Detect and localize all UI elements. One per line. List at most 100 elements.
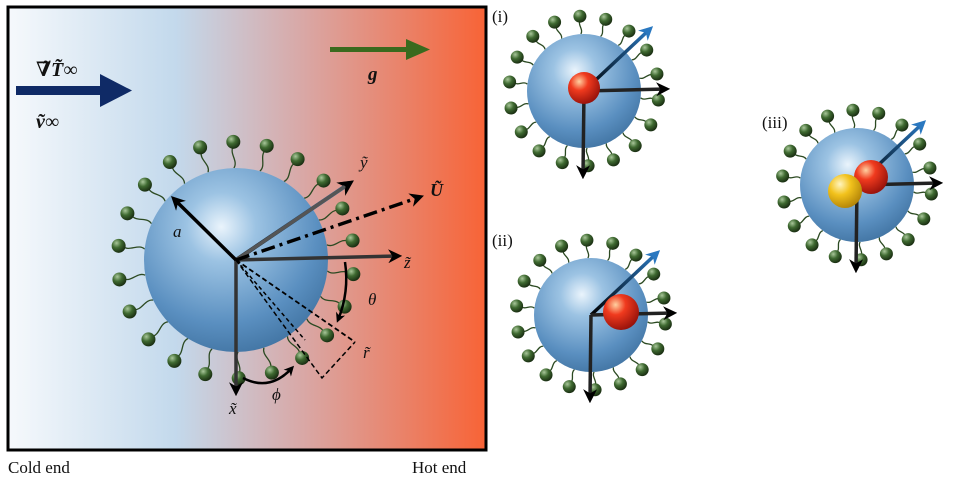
main-ligand-bead — [198, 367, 213, 382]
inset-ii-ligand-bead — [657, 291, 671, 305]
inset-i-ligand-bead — [504, 101, 518, 115]
inset-label-iii: (iii) — [762, 113, 788, 132]
inset-iii-ligand-bead — [924, 187, 938, 201]
main-ligand-bead — [111, 238, 126, 253]
inset-ii-ligand-bead — [539, 368, 553, 382]
axis-x-label: x̃ — [228, 399, 237, 418]
main-ligand-bead — [193, 140, 208, 155]
main-ligand-bead — [162, 155, 177, 170]
axis-r-label: r̃ — [363, 343, 371, 362]
main-ligand-bead — [335, 201, 350, 216]
gradient-label: ∇̃T̃∞ — [36, 58, 78, 81]
inset-iii-ligand-bead — [805, 238, 819, 252]
main-ligand-bead — [137, 177, 152, 192]
inset-iii-ligand-bead — [776, 169, 790, 183]
main-ligand-bead — [167, 353, 182, 368]
gravity-arrow — [330, 39, 430, 60]
inset-droplet-ii — [510, 233, 678, 404]
inset-ii-ligand-bead — [510, 299, 524, 313]
inset-i-ligand-bead — [510, 50, 524, 64]
inset-ii-ligand-bead — [629, 248, 643, 262]
main-ligand-bead — [320, 328, 335, 343]
inset-iii-particle-red — [854, 160, 888, 194]
inset-i-ligand-bead — [503, 75, 517, 89]
inset-i-ligand-bead — [606, 153, 620, 167]
inset-iii-ligand-bead — [917, 212, 931, 226]
inset-i-ligand-bead — [548, 15, 562, 29]
inset-iii-ligand-bead — [901, 233, 915, 247]
main-droplet — [111, 134, 424, 397]
main-ligand-bead — [259, 138, 274, 153]
inset-i-ligand-bead — [514, 125, 528, 139]
inset-ii-ligand-bead — [533, 253, 547, 267]
inset-ii-ligand-bead — [580, 233, 594, 247]
inset-iii-ligand-bead — [821, 109, 835, 123]
main-ligand-bead — [295, 350, 310, 365]
axis-z-label: z̃ — [403, 253, 412, 272]
inset-i-ligand-bead — [526, 29, 540, 43]
inset-i-ligand-bead — [622, 24, 636, 38]
position-r-line — [235, 259, 356, 343]
inset-ii-particle-red — [603, 294, 639, 330]
inset-i-axis-x-arrow — [576, 90, 591, 180]
inset-ii-ligand-bead — [613, 377, 627, 391]
inset-ii-ligand-bead — [555, 239, 569, 253]
inset-iii-ligand-bead — [799, 123, 813, 137]
main-ligand-bead — [345, 233, 360, 248]
inset-droplet-iii — [776, 103, 944, 274]
inset-ii-axis-x-arrow — [583, 314, 598, 404]
inset-i-ligand-bead — [555, 156, 569, 170]
inset-i-ligand-bead — [651, 93, 665, 107]
axis-z-arrow — [235, 249, 403, 264]
inset-ii-ligand-bead — [606, 236, 620, 250]
inset-i-particle-red — [568, 72, 600, 104]
inset-iii-ligand-bead — [913, 137, 927, 151]
inset-label-ii: (ii) — [492, 231, 513, 250]
angle-phi-label: ϕ — [272, 385, 281, 404]
axis-y-shaft — [235, 180, 354, 262]
velocity-U-label: Ũ — [430, 180, 444, 200]
inset-i-ligand-bead — [640, 43, 654, 57]
inset-ii-ligand-bead — [562, 380, 576, 394]
flow-arrow — [16, 74, 132, 107]
inset-ii-axis-y-arrow — [589, 250, 661, 317]
theta-arc — [336, 261, 348, 323]
velocity-label: ṽ∞ — [36, 111, 59, 133]
inset-ii-ligand-bead — [647, 267, 661, 281]
main-ligand-bead — [112, 272, 127, 287]
main-ligand-bead — [290, 152, 305, 167]
inset-i-ligand-bead — [644, 118, 658, 132]
inset-iii-ligand-bead — [787, 219, 801, 233]
inset-iii-ligand-bead — [923, 161, 937, 175]
inset-i-ligand-bead — [532, 144, 546, 158]
inset-iii-ligand-bead — [879, 247, 893, 261]
inset-iii-ligand-bead — [895, 118, 909, 132]
inset-ii-ligand-bead — [658, 317, 672, 331]
main-ligand-bead — [264, 365, 279, 380]
inset-iii-ligand-bead — [777, 195, 791, 209]
inset-ii-ligand-bead — [521, 349, 535, 363]
angle-theta-label: θ — [368, 290, 376, 309]
inset-i-ligand-bead — [573, 9, 587, 23]
inset-iii-particle-yellow — [828, 174, 862, 208]
velocity-U-arrow — [235, 193, 424, 262]
inset-iii-ligand-bead — [783, 144, 797, 158]
axis-y-label: ỹ — [358, 153, 368, 172]
inset-iii-ligand-bead — [828, 250, 842, 264]
phi-arc — [242, 365, 295, 385]
cold-end-caption: Cold end — [8, 458, 70, 477]
main-ligand-bead — [122, 304, 137, 319]
inset-droplet-i — [503, 9, 671, 180]
main-ligand-bead — [120, 206, 135, 221]
main-ligand-bead — [141, 332, 156, 347]
inset-iii-ligand-bead — [846, 103, 860, 117]
inset-i-ligand-bead — [599, 12, 613, 26]
hot-end-caption: Hot end — [412, 458, 467, 477]
inset-i-ligand-bead — [650, 67, 664, 81]
inset-ii-ligand-bead — [635, 363, 649, 377]
projection-line-inner — [235, 259, 306, 341]
inset-ii-ligand-bead — [651, 342, 665, 356]
radius-label: a — [173, 222, 182, 241]
main-ligand-bead — [316, 173, 331, 188]
